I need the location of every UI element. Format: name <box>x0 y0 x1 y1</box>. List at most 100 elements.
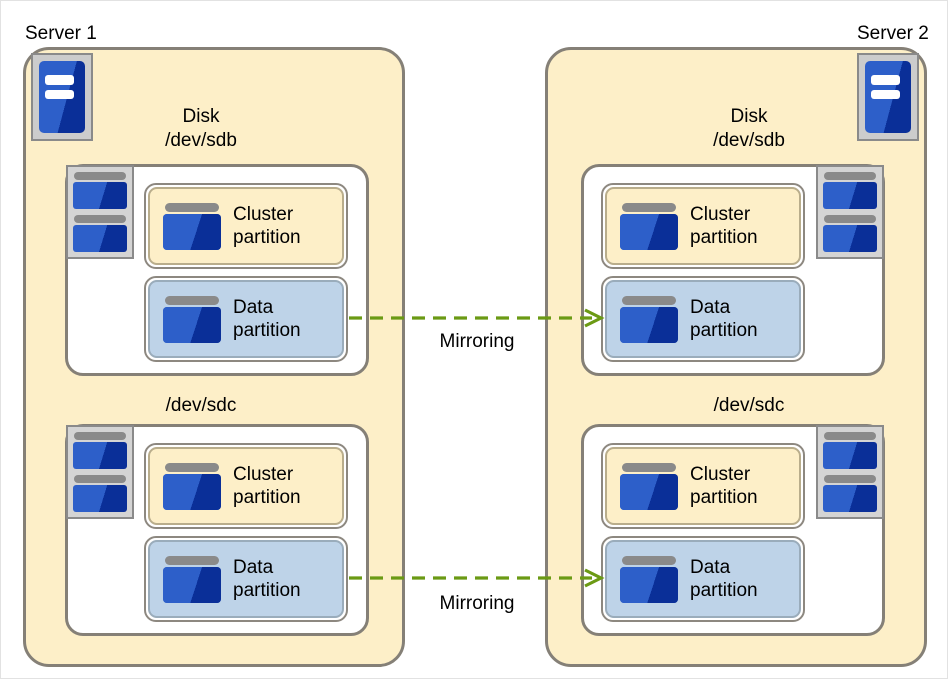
partition-glyph-body <box>620 566 678 603</box>
disk-stack-icon <box>816 425 884 519</box>
partition-glyph-icon <box>163 202 221 250</box>
disk-unit-1 <box>73 172 127 209</box>
partition-data[interactable]: Data partition <box>144 276 348 362</box>
partition-glyph-body <box>163 213 221 250</box>
partition-glyph-body <box>163 306 221 343</box>
partition-label: Data partition <box>690 296 758 342</box>
partition-data[interactable]: Data partition <box>601 536 805 622</box>
partition-label-line-2: partition <box>690 487 758 508</box>
partition-label-line-1: Data <box>690 557 731 578</box>
server-2-title: Server 2 <box>857 23 929 44</box>
partition-label-line-2: partition <box>690 580 758 601</box>
mirroring-arrow-2 <box>349 568 605 588</box>
partition-label-line-2: partition <box>690 227 758 248</box>
mirroring-label-2: Mirroring <box>439 593 515 614</box>
arrow-right-icon <box>584 568 605 588</box>
partition-glyph-body <box>163 566 221 603</box>
disk-unit-bar <box>824 475 876 484</box>
partition-label: Cluster partition <box>233 463 301 509</box>
partition-glyph-body <box>163 473 221 510</box>
server-slot-2 <box>871 89 900 100</box>
partition-label: Cluster partition <box>690 203 758 249</box>
disk-unit-body <box>823 485 877 512</box>
server-slot-2 <box>45 89 74 100</box>
partition-glyph-body <box>620 213 678 250</box>
server-machine-icon <box>857 53 919 141</box>
disk-unit-1 <box>823 432 877 469</box>
partition-data[interactable]: Data partition <box>144 536 348 622</box>
disk-unit-body <box>823 225 877 252</box>
disk-label-line-2: /dev/sdb <box>165 130 237 151</box>
partition-label-line-1: Cluster <box>233 204 294 225</box>
partition-glyph-icon <box>163 295 221 343</box>
disk-label-line-1: Disk <box>182 106 220 127</box>
disk-label-sdc-left: /dev/sdc <box>121 394 281 418</box>
disk-label-sdc-right: /dev/sdc <box>669 394 829 418</box>
arrow-right-icon <box>584 308 605 328</box>
partition-glyph-bar <box>622 555 676 565</box>
disk-label-line-2: /dev/sdc <box>165 395 237 416</box>
partition-glyph-body <box>620 306 678 343</box>
disk-label-line-1: Disk <box>730 106 768 127</box>
partition-glyph-bar <box>165 462 219 472</box>
partition-label-line-1: Data <box>233 557 274 578</box>
partition-data[interactable]: Data partition <box>601 276 805 362</box>
disk-label-sdb-right: Disk /dev/sdb <box>669 105 829 153</box>
disk-stack-icon <box>816 165 884 259</box>
disk-unit-body <box>73 442 127 469</box>
partition-cluster[interactable]: Cluster partition <box>601 443 805 529</box>
partition-glyph-bar <box>622 295 676 305</box>
disk-unit-1 <box>823 172 877 209</box>
partition-label-line-2: partition <box>233 320 301 341</box>
partition-label: Cluster partition <box>690 463 758 509</box>
partition-label-line-1: Cluster <box>233 464 294 485</box>
partition-label-line-2: partition <box>233 227 301 248</box>
disk-unit-body <box>823 442 877 469</box>
partition-label: Data partition <box>233 556 301 602</box>
partition-glyph-icon <box>620 555 678 603</box>
partition-label-line-1: Cluster <box>690 464 751 485</box>
disk-unit-bar <box>824 215 876 224</box>
disk-unit-bar <box>74 432 126 440</box>
disk-unit-2 <box>73 475 127 512</box>
partition-cluster[interactable]: Cluster partition <box>144 183 348 269</box>
partition-glyph-bar <box>165 555 219 565</box>
disk-unit-1 <box>73 432 127 469</box>
disk-unit-bar <box>824 432 876 440</box>
disk-unit-bar <box>74 475 126 484</box>
disk-unit-2 <box>823 475 877 512</box>
disk-unit-body <box>73 182 127 209</box>
partition-glyph-bar <box>622 202 676 212</box>
partition-label: Data partition <box>233 296 301 342</box>
disk-label-sdb-left: Disk /dev/sdb <box>121 105 281 153</box>
partition-label-line-1: Data <box>690 297 731 318</box>
partition-label-line-2: partition <box>233 487 301 508</box>
server-chassis <box>865 61 911 133</box>
partition-glyph-icon <box>163 555 221 603</box>
server-chassis <box>39 61 85 133</box>
disk-unit-2 <box>73 215 127 252</box>
partition-glyph-bar <box>165 295 219 305</box>
partition-label: Cluster partition <box>233 203 301 249</box>
partition-label: Data partition <box>690 556 758 602</box>
partition-label-line-1: Data <box>233 297 274 318</box>
partition-label-line-1: Cluster <box>690 204 751 225</box>
disk-label-line-2: /dev/sdc <box>713 395 785 416</box>
disk-unit-bar <box>74 172 126 180</box>
partition-label-line-2: partition <box>233 580 301 601</box>
disk-unit-bar <box>74 215 126 224</box>
disk-unit-bar <box>824 172 876 180</box>
mirroring-label-1: Mirroring <box>439 331 515 352</box>
disk-label-line-2: /dev/sdb <box>713 130 785 151</box>
disk-stack-icon <box>66 165 134 259</box>
server-slot-1 <box>45 75 74 85</box>
partition-cluster[interactable]: Cluster partition <box>601 183 805 269</box>
partition-glyph-icon <box>163 462 221 510</box>
partition-glyph-bar <box>165 202 219 212</box>
partition-cluster[interactable]: Cluster partition <box>144 443 348 529</box>
partition-label-line-2: partition <box>690 320 758 341</box>
partition-glyph-icon <box>620 202 678 250</box>
partition-glyph-body <box>620 473 678 510</box>
server-machine-icon <box>31 53 93 141</box>
